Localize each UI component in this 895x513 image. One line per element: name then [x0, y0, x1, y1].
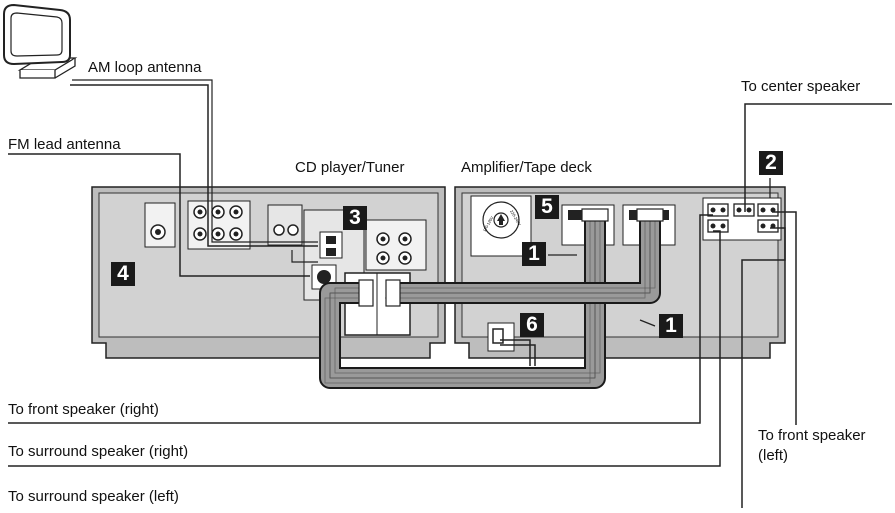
center-speaker-label: To center speaker — [741, 78, 861, 95]
amplifier-tape-deck-unit: 110-120V 220-240V — [454, 186, 786, 359]
ac-power-cord — [500, 339, 536, 366]
amp-deck-label: Amplifier/Tape deck — [461, 159, 592, 176]
surround-right-speaker-label: To surround speaker (right) — [8, 443, 189, 460]
callout-5-voltage-selector: 5 — [535, 195, 559, 219]
callout-1-cable: 1 — [522, 242, 546, 266]
callout-1-cable-lower: 1 — [659, 314, 683, 338]
am-loop-antenna — [3, 3, 78, 79]
am-antenna-label: AM loop antenna — [88, 59, 202, 76]
callout-4-jack: 4 — [111, 262, 135, 286]
speaker-wires — [8, 103, 892, 508]
cd-tuner-label: CD player/Tuner — [295, 159, 405, 176]
cd-player-tuner-unit — [91, 186, 446, 359]
am-antenna-wire-2 — [72, 79, 318, 243]
surround-left-speaker-label: To surround speaker (left) — [8, 488, 179, 505]
callout-leaders — [548, 178, 771, 327]
am-antenna-wire — [70, 84, 318, 247]
fm-antenna-wire — [8, 153, 310, 277]
callout-6-ac-cord: 6 — [520, 313, 544, 337]
fm-antenna-label: FM lead antenna — [8, 136, 121, 153]
front-left-speaker-label-line1: To front speaker — [758, 427, 866, 444]
system-cable-1 — [319, 210, 606, 389]
callout-2-speaker-terminals: 2 — [759, 151, 783, 175]
system-cable-plugs — [358, 208, 664, 307]
antenna-terminal-wire — [291, 250, 318, 263]
system-cable-2 — [385, 210, 661, 304]
front-right-speaker-label: To front speaker (right) — [8, 401, 159, 418]
front-left-speaker-label-line2: (left) — [758, 447, 788, 464]
callout-3-antenna-terminals: 3 — [343, 206, 367, 230]
